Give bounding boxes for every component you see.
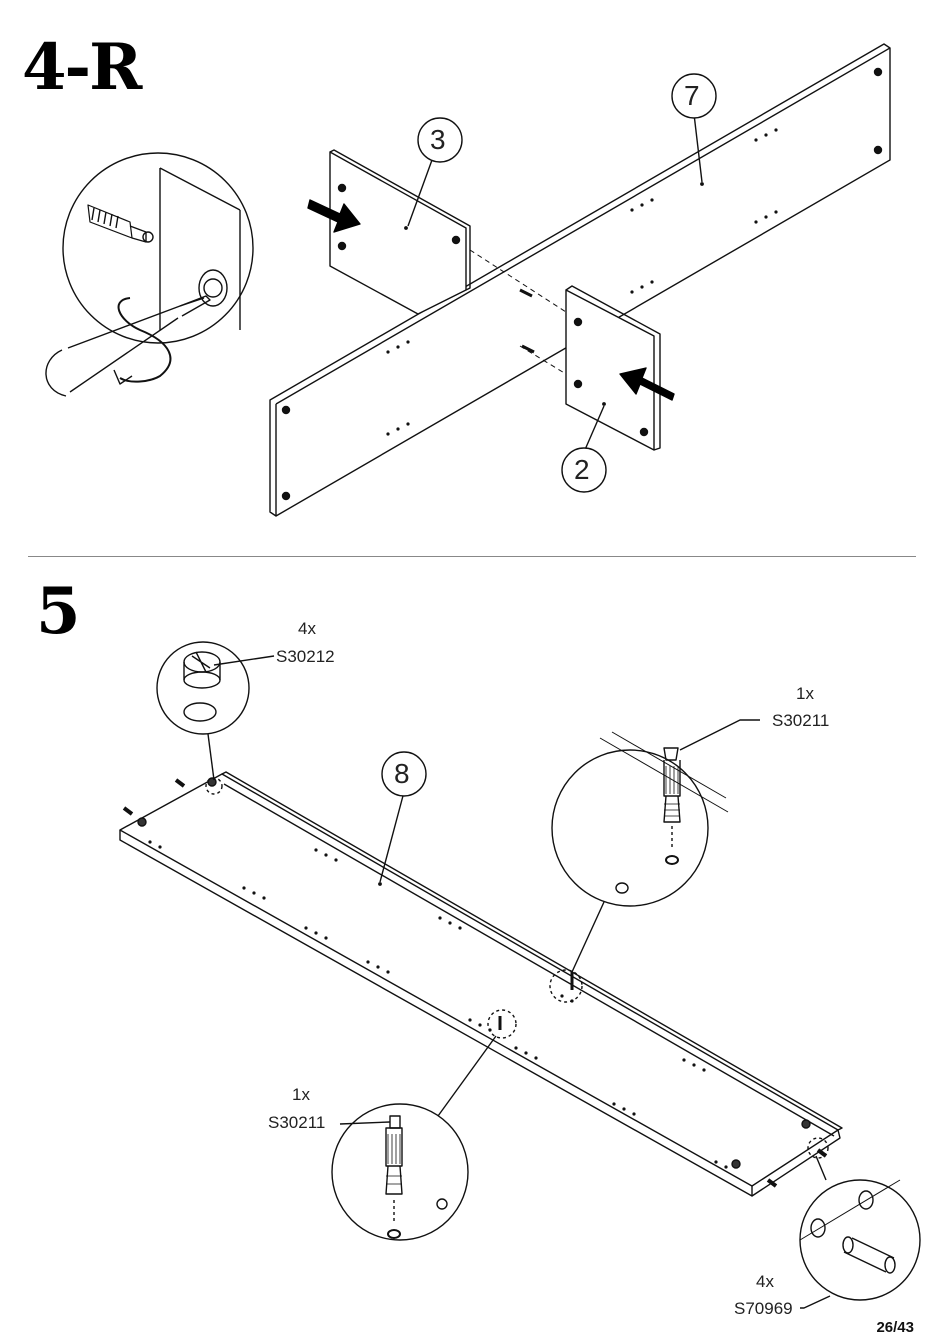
bolt-left-code: S30211 [268,1113,325,1133]
panel-8 [120,772,842,1196]
part-label-7: 7 [684,80,700,112]
bolt-right-quantity: 1x [796,684,814,704]
panel-3 [330,150,470,314]
bolt-detail-right [550,720,760,1002]
dowel-quantity: 4x [756,1272,774,1292]
cam-detail [157,642,274,794]
page-number: 26/43 [876,1319,914,1336]
cam-tightening-detail [46,153,253,396]
part-label-8: 8 [394,758,410,790]
part-bubbles [382,74,716,796]
bolt-detail-left [332,1010,516,1240]
cam-code: S30212 [276,647,335,667]
bolt-right-code: S30211 [772,711,829,731]
part-label-2: 2 [574,454,590,486]
dowel-detail [800,1138,920,1308]
part-label-3: 3 [430,124,446,156]
cam-quantity: 4x [298,619,316,639]
bolt-left-quantity: 1x [292,1085,310,1105]
dowel-code: S70969 [734,1299,793,1319]
